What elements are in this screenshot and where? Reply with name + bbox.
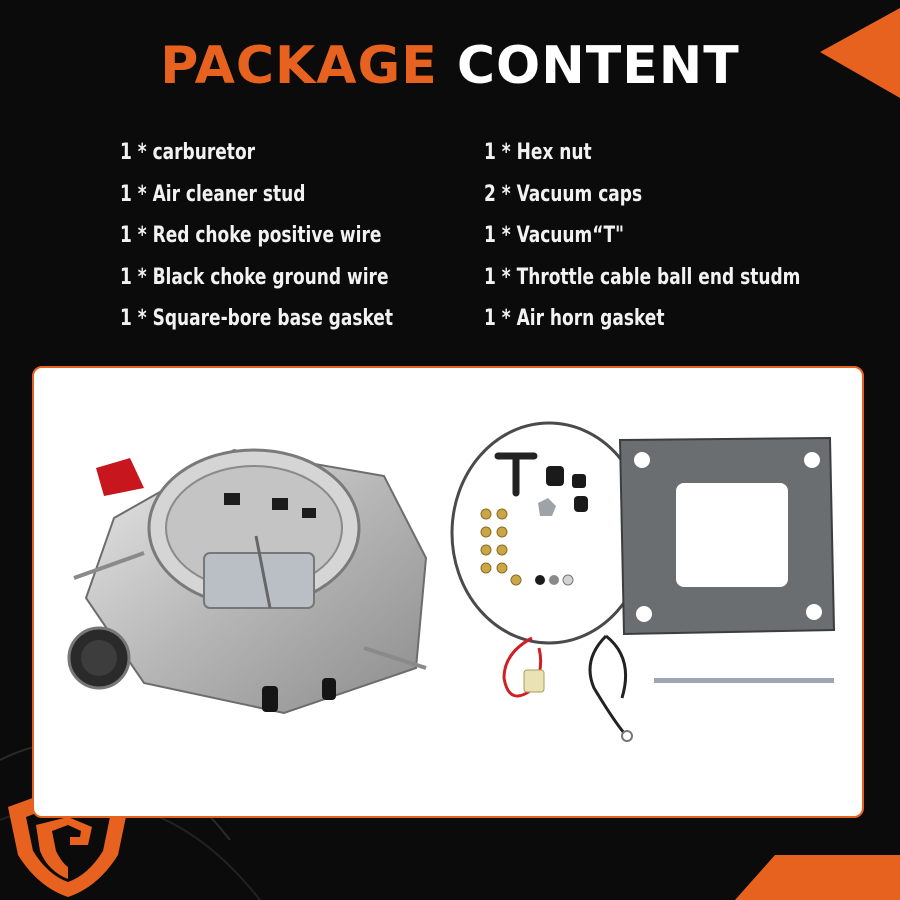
list-item: 1 * Vacuum“T" — [484, 223, 624, 248]
carburetor-image — [67, 448, 428, 715]
product-illustration — [67, 421, 836, 742]
list-item: 2 * Vacuum caps — [484, 181, 643, 207]
list-item: 1 * Square-bore base gasket — [120, 306, 393, 331]
black-choke-wire-image — [588, 634, 633, 742]
base-gasket-image — [618, 436, 836, 636]
brass-fittings-image — [480, 508, 522, 586]
vacuum-t-image — [494, 452, 538, 497]
red-choke-wire-image — [502, 636, 545, 698]
list-item: 1 * Hex nut — [484, 140, 592, 165]
product-image-panel — [32, 366, 864, 818]
page-title: PACKAGE CONTENT — [0, 34, 900, 98]
list-item: 1 * Air cleaner stud — [120, 181, 306, 207]
title-word-package: PACKAGE — [160, 36, 438, 96]
contents-list-right: 1 * Hex nut 2 * Vacuum caps 1 * Vacuum“T… — [484, 138, 852, 346]
contents-list-left: 1 * carburetor 1 * Air cleaner stud 1 * … — [120, 138, 437, 346]
bottom-right-band — [735, 855, 900, 900]
list-item: 1 * carburetor — [120, 140, 256, 165]
title-word-content: CONTENT — [456, 36, 740, 96]
list-item: 1 * Throttle cable ball end studm — [484, 264, 801, 290]
air-cleaner-stud-image — [654, 678, 834, 683]
list-item: 1 * Red choke positive wire — [120, 223, 382, 248]
list-item: 1 * Air horn gasket — [484, 306, 665, 331]
list-item: 1 * Black choke ground wire — [120, 264, 389, 290]
hex-nut-image — [535, 498, 574, 586]
vacuum-caps-image — [546, 466, 588, 512]
